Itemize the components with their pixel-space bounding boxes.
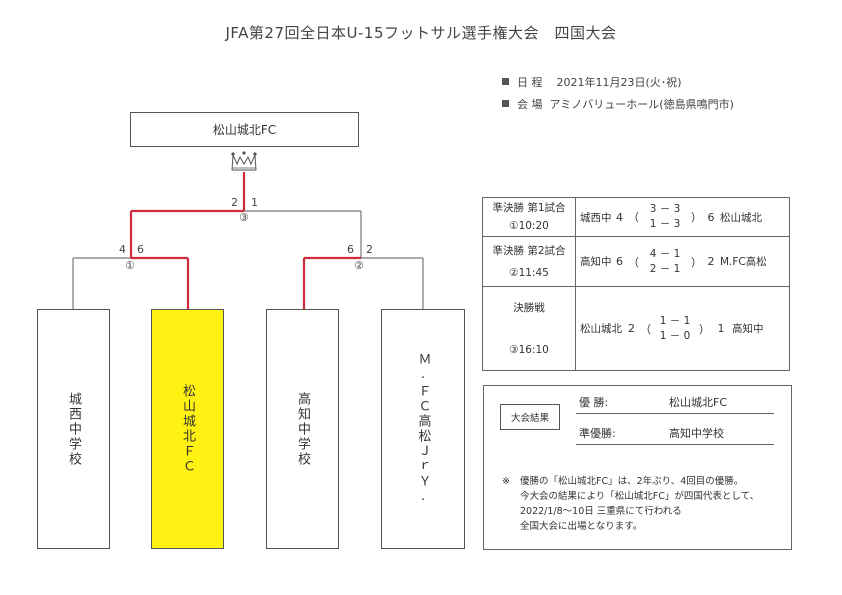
crown-icon xyxy=(231,151,257,171)
first-half-score: 1 － 1 xyxy=(659,314,691,327)
bullet-square-icon xyxy=(502,100,509,107)
round-label: 準決勝 第2試合 xyxy=(492,244,566,257)
winner-underline xyxy=(576,413,774,414)
round-label: 決勝戦 xyxy=(513,301,545,314)
schedule-row: 決勝戦 ③16:10 松山城北 2 （ 1 － 1 1 － 0 ） 1 高知中 xyxy=(482,286,790,371)
final-right-score: 1 xyxy=(251,196,258,209)
note-line: 2022/1/8～10日 三重県にて行われる xyxy=(520,506,682,517)
sf2-match-mark: ② xyxy=(354,259,364,272)
second-half-score: 1 － 3 xyxy=(649,218,681,230)
runner-up-label: 準優勝: xyxy=(579,427,616,440)
match-time: ①10:20 xyxy=(509,220,549,232)
results-badge: 大会結果 xyxy=(500,404,560,430)
team-box-jonishi: 城西中学校 xyxy=(37,309,110,549)
team-box-kochi: 高知中学校 xyxy=(266,309,339,549)
right-team: 松山城北 xyxy=(720,211,762,224)
note-text: 優勝の「松山城北FC」は、2年ぶり、4回目の優勝。 今大会の結果により「松山城北… xyxy=(520,474,785,534)
right-team: 高知中 xyxy=(732,323,764,335)
venue-label: 会 場 xyxy=(517,98,543,111)
note-line: 優勝の「松山城北FC」は、2年ぶり、4回目の優勝。 xyxy=(520,476,744,487)
right-score: 1 xyxy=(717,322,725,335)
left-team: 高知中 xyxy=(580,256,612,268)
sf2-left-score: 6 xyxy=(347,243,354,256)
sf2-right-score: 2 xyxy=(366,243,373,256)
winner-label: 優 勝: xyxy=(579,396,609,409)
left-score: 2 xyxy=(628,322,635,335)
left-team: 松山城北 xyxy=(580,323,622,335)
round-label: 準決勝 第1試合 xyxy=(492,202,566,214)
match-time: ②11:45 xyxy=(509,266,549,279)
schedule-row: 準決勝 第2試合 ②11:45 高知中 6 （ 4 － 1 2 － 1 ） 2 … xyxy=(482,236,790,287)
runner-up-value: 高知中学校 xyxy=(669,427,724,440)
left-team: 城西中 xyxy=(580,211,612,224)
venue-value: アミノバリューホール(徳島県鳴門市) xyxy=(549,98,734,111)
winner-value: 松山城北FC xyxy=(669,396,728,409)
second-half-score: 1 － 0 xyxy=(659,329,691,342)
date-label: 日 程 xyxy=(517,76,543,89)
bullet-square-icon xyxy=(502,78,509,85)
note-line: 全国大会に出場となります。 xyxy=(520,521,643,532)
final-left-score: 2 xyxy=(231,196,238,209)
date-row: 日 程 2021年11月23日(火･祝) xyxy=(502,74,682,90)
first-half-score: 3 － 3 xyxy=(649,203,681,215)
sf1-right-score: 6 xyxy=(137,243,144,256)
match-time: ③16:10 xyxy=(509,343,549,356)
sf1-left-score: 4 xyxy=(119,243,126,256)
team-box-mfc-takamatsu: Ｍ.ＦＣ高松ＪｒＹ. xyxy=(381,309,465,549)
results-box: 大会結果 優 勝: 松山城北FC 準優勝: 高知中学校 ※ 優勝の「松山城北FC… xyxy=(483,385,792,550)
champion-box: 松山城北FC xyxy=(130,112,359,147)
date-value: 2021年11月23日(火･祝) xyxy=(556,76,682,89)
right-team: M.FC高松 xyxy=(720,256,767,268)
runner-up-underline xyxy=(576,444,774,445)
left-score: 6 xyxy=(616,255,623,268)
note-mark: ※ xyxy=(502,476,510,487)
first-half-score: 4 － 1 xyxy=(649,247,681,260)
sf1-match-mark: ① xyxy=(125,259,135,272)
schedule-table: 準決勝 第1試合 ①10:20 城西中 4 （ 3 － 3 1 － 3 ） 6 … xyxy=(482,197,790,371)
right-score: 6 xyxy=(707,210,715,224)
team-box-matsuyama-johoku: 松山城北ＦＣ xyxy=(151,309,224,549)
right-score: 2 xyxy=(707,255,715,268)
schedule-row: 準決勝 第1試合 ①10:20 城西中 4 （ 3 － 3 1 － 3 ） 6 … xyxy=(482,197,790,237)
page-title: JFA第27回全日本U-15フットサル選手権大会 四国大会 xyxy=(225,24,617,42)
venue-row: 会 場 アミノバリューホール(徳島県鳴門市) xyxy=(502,96,734,112)
left-score: 4 xyxy=(616,210,623,224)
final-match-mark: ③ xyxy=(239,211,249,224)
second-half-score: 2 － 1 xyxy=(649,262,681,275)
note-line: 今大会の結果により「松山城北FC」が四国代表として、 xyxy=(520,491,760,502)
